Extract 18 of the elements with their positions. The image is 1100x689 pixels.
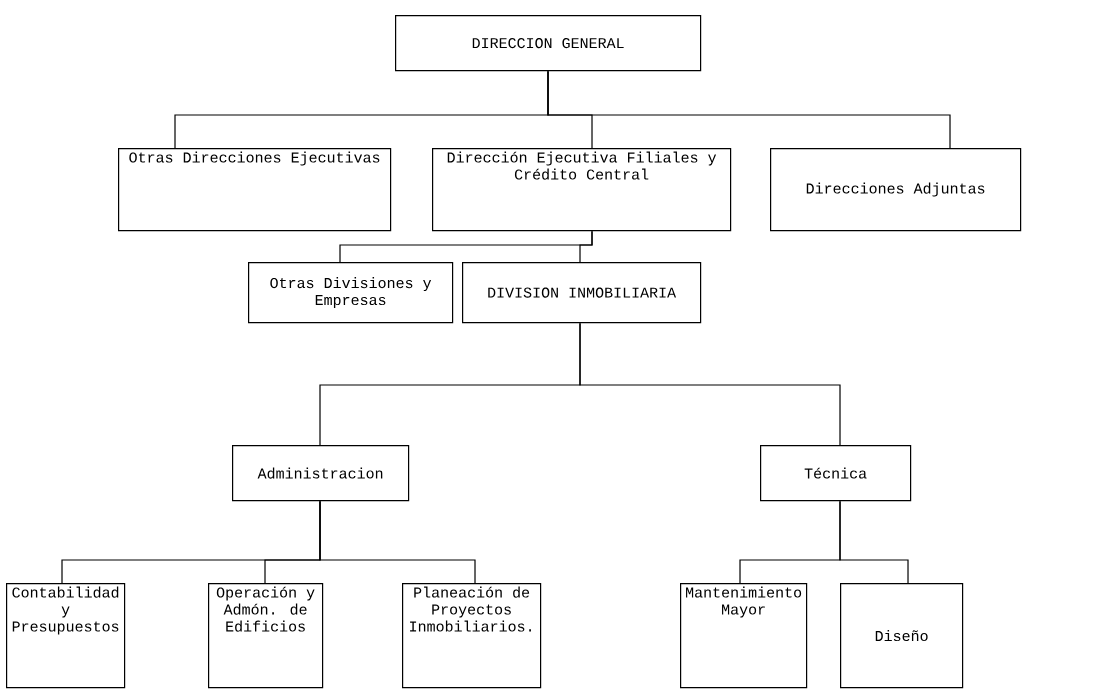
connector-line	[319, 500, 476, 584]
org-box: Direcciones Adjuntas	[770, 148, 1022, 232]
org-box: DIRECCION GENERAL	[395, 15, 702, 72]
org-box: Mantenimiento Mayor	[680, 583, 808, 689]
connector-line	[839, 500, 909, 584]
org-box: Otras Divisiones y Empresas	[248, 262, 454, 324]
org-box: Contabilidad y Presupuestos	[6, 583, 126, 689]
org-box: DIVISION INMOBILIARIA	[462, 262, 702, 324]
org-box: Dirección Ejecutiva Filiales y Crédito Central	[432, 148, 732, 232]
connector-line	[547, 70, 951, 149]
org-box: Otras Direcciones Ejecutivas	[118, 148, 392, 232]
org-box: Planeación de Proyectos Inmobiliarios.	[402, 583, 542, 689]
org-box: Operación y Admón. de Edificios	[208, 583, 324, 689]
org-box: Administracion	[232, 445, 410, 502]
connector-line	[579, 322, 841, 446]
org-box: Técnica	[760, 445, 912, 502]
connector-line	[579, 230, 593, 263]
org-box: Diseño	[840, 583, 964, 689]
